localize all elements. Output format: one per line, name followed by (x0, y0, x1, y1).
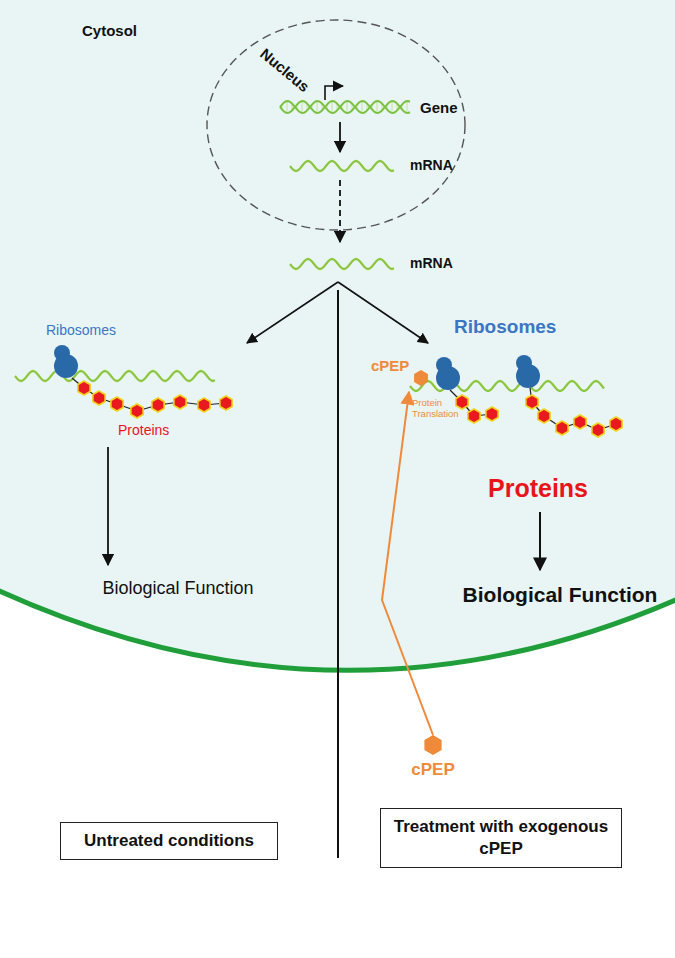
nuclear-envelope (207, 20, 465, 230)
amino-acid (111, 397, 123, 411)
ribosome (516, 364, 540, 388)
mrna-strand (15, 371, 215, 381)
condition-box: Treatment with exogenous cPEP (380, 808, 622, 868)
ribosome (54, 354, 78, 378)
ribosome (436, 366, 460, 390)
amino-acid (131, 404, 143, 418)
amino-acid (610, 417, 622, 431)
amino-acid (486, 407, 498, 421)
branch-arrow (338, 282, 428, 343)
base-pair (332, 101, 333, 113)
process-label: Protein Translation (412, 397, 458, 420)
mrna-strand (290, 259, 394, 269)
structure-label: Gene (420, 99, 458, 116)
transcription-arrow (339, 122, 341, 152)
amino-acid (78, 381, 90, 395)
structure-label: Ribosomes (46, 322, 116, 338)
amino-acid (538, 409, 550, 423)
region-label: Cytosol (82, 22, 137, 39)
export-arrow (339, 180, 341, 242)
outcome-label: Biological Function (102, 578, 253, 599)
molecule-label: cPEP (371, 357, 409, 374)
outcome-label: Biological Function (463, 583, 658, 607)
region-label: Nucleus (257, 45, 313, 96)
structure-label: Proteins (488, 474, 588, 503)
base-pair (362, 101, 363, 113)
amino-acid (174, 395, 186, 409)
base-pair (407, 101, 408, 113)
dna-strand (280, 101, 410, 113)
nucleus-outline: Nucleus (205, 18, 467, 233)
branch-arrow (247, 282, 338, 343)
cpep-molecule (425, 736, 441, 754)
structure-label: mRNA (410, 255, 453, 271)
condition-box: Untreated conditions (60, 822, 278, 860)
amino-acid (526, 395, 538, 409)
condition-text: Untreated conditions (71, 830, 267, 852)
base-pair (302, 101, 303, 113)
cpep-molecule (415, 371, 427, 385)
structure-label: Proteins (118, 422, 169, 438)
nucleus-shape (205, 18, 467, 233)
amino-acid (93, 391, 105, 405)
base-pair (347, 101, 348, 113)
function-arrow (107, 447, 109, 565)
amino-acid (220, 396, 232, 410)
base-pair (377, 101, 378, 113)
amino-acid (574, 415, 586, 429)
condition-text: Treatment with exogenous cPEP (391, 816, 611, 860)
structure-label: Ribosomes (454, 316, 556, 338)
amino-acid (456, 395, 468, 409)
amino-acid (468, 409, 480, 423)
function-arrow (539, 512, 541, 570)
divider-line (337, 290, 339, 858)
amino-acid (556, 421, 568, 435)
base-pair (317, 101, 318, 113)
amino-acid (592, 423, 604, 437)
dna-strand (280, 101, 410, 113)
structure-label: mRNA (410, 157, 453, 173)
molecule-label: cPEP (411, 760, 454, 780)
promoter-arrow (325, 86, 343, 100)
amino-acid (198, 398, 210, 412)
base-pair (287, 101, 288, 113)
mrna-strand (290, 161, 394, 171)
base-pair (392, 101, 393, 113)
uptake-arrow (382, 392, 433, 735)
amino-acid (152, 398, 164, 412)
